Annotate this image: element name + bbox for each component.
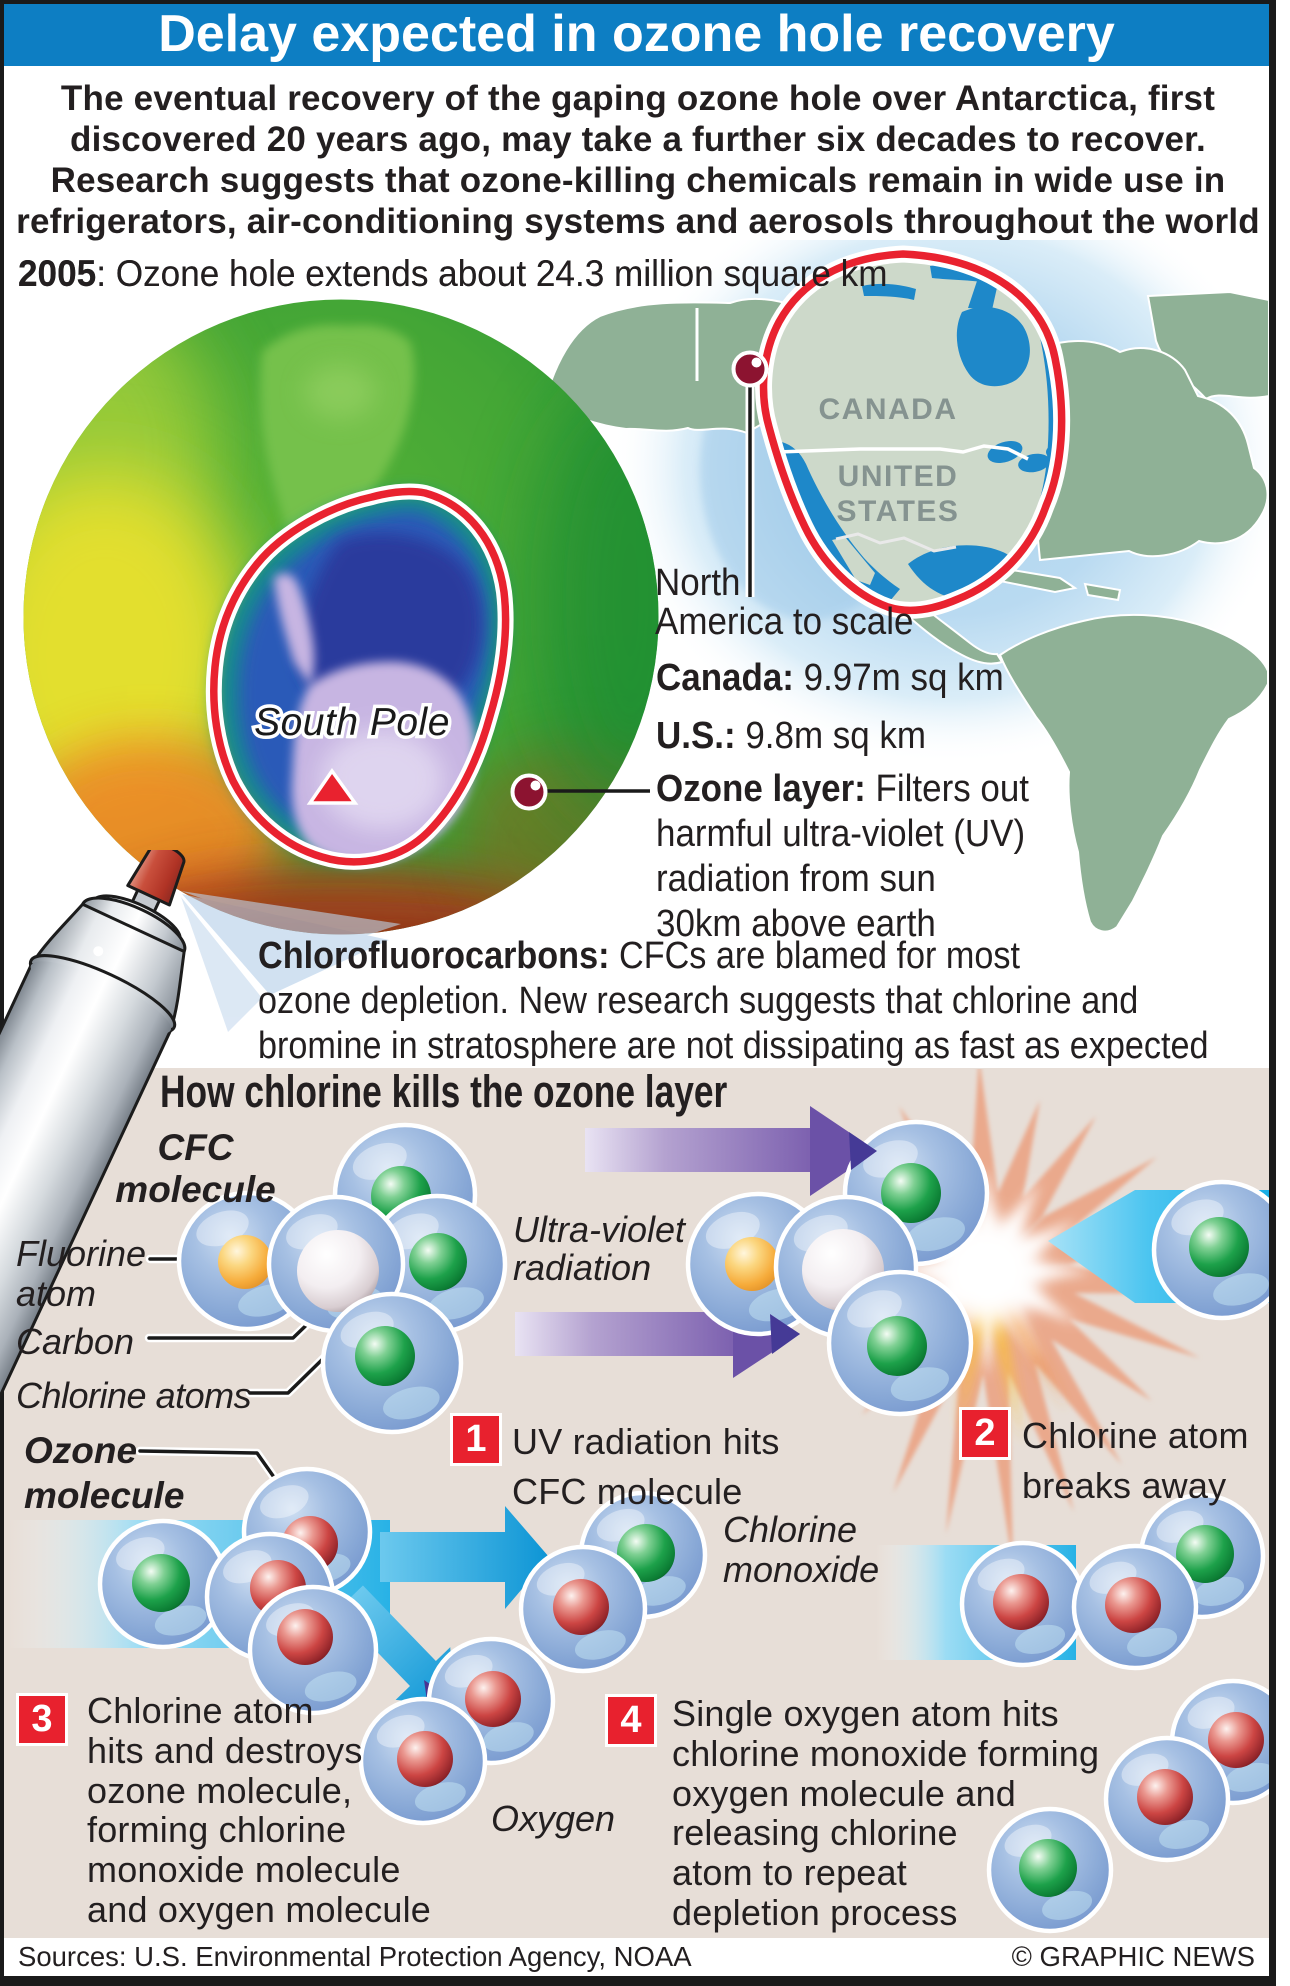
svg-text:UNITED: UNITED — [838, 460, 959, 493]
svg-text:STATES: STATES — [837, 495, 960, 528]
svg-text:CANADA: CANADA — [819, 393, 958, 426]
svg-text:South Pole: South Pole — [254, 701, 450, 744]
